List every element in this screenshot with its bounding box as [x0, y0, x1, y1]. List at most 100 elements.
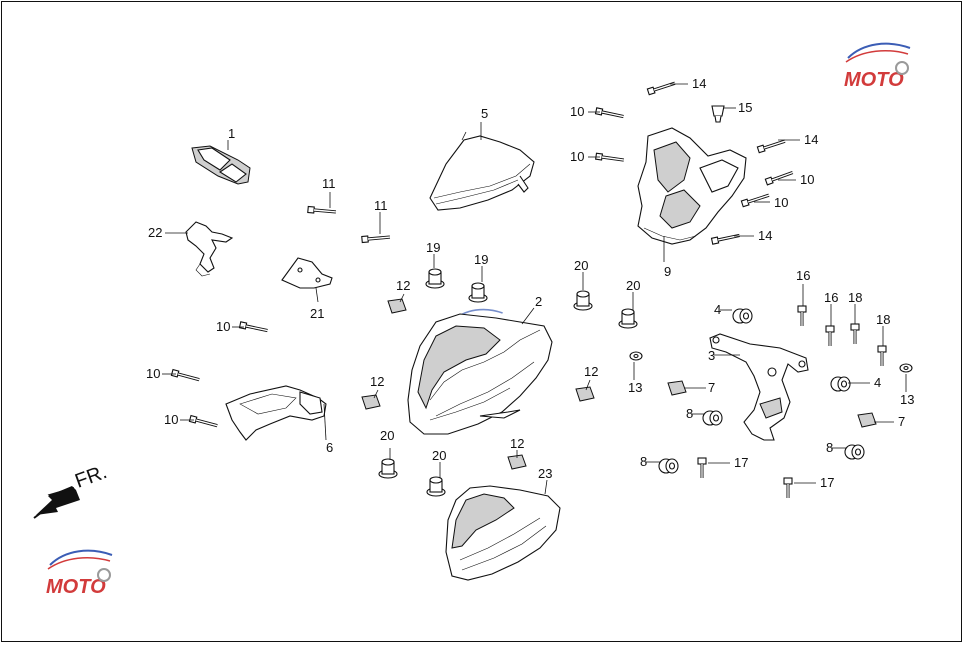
part-18-screw [876, 344, 888, 368]
part-13-washer [629, 351, 643, 361]
callout-10: 10 [570, 104, 584, 119]
callout-10: 10 [800, 172, 814, 187]
callout-12: 12 [510, 436, 524, 451]
callout-17: 17 [820, 475, 834, 490]
part-19-spacer [425, 268, 445, 289]
callout-20: 20 [626, 278, 640, 293]
part-4-grommet [732, 308, 753, 324]
part-15-clip [711, 105, 725, 123]
callout-14: 14 [692, 76, 706, 91]
part-14-bolt [709, 230, 742, 246]
callout-10: 10 [570, 149, 584, 164]
callout-23: 23 [538, 466, 552, 481]
part-16-screw [824, 324, 836, 348]
part-4-grommet [830, 376, 851, 392]
callout-7: 7 [898, 414, 905, 429]
callout-20: 20 [574, 258, 588, 273]
callout-8: 8 [686, 406, 693, 421]
watermark-logo-top-right: MOTO [844, 42, 911, 91]
part-8-grommet [658, 458, 679, 474]
part-17-bolt [696, 456, 708, 480]
callout-7: 7 [708, 380, 715, 395]
part-10-bolt [594, 151, 626, 165]
callout-4: 4 [714, 302, 721, 317]
part-10-bolt [739, 190, 772, 209]
part-20-spacer [618, 308, 638, 329]
callout-4: 4 [874, 375, 881, 390]
callout-8: 8 [826, 440, 833, 455]
callout-10: 10 [164, 412, 178, 427]
part-12-clip-nut [387, 298, 407, 314]
callout-8: 8 [640, 454, 647, 469]
part-9-headlight-mount [637, 127, 747, 262]
callout-2: 2 [535, 294, 542, 309]
part-6-lower-bracket [225, 385, 327, 441]
callout-10: 10 [216, 319, 230, 334]
watermark-logo-bottom-left: MOTO [46, 549, 113, 598]
part-11-bolt [360, 232, 392, 245]
callout-10: 10 [774, 195, 788, 210]
callout-18: 18 [848, 290, 862, 305]
part-11-bolt [306, 204, 338, 217]
callout-12: 12 [584, 364, 598, 379]
callout-16: 16 [824, 290, 838, 305]
part-13-washer [899, 363, 913, 373]
part-20-spacer [378, 458, 398, 479]
callout-1: 1 [228, 126, 235, 141]
callout-21: 21 [310, 306, 324, 321]
part-17-bolt [782, 476, 794, 500]
part-18-screw [849, 322, 861, 346]
part-1-bracket [191, 140, 251, 185]
direction-label: FR. [72, 461, 110, 493]
callout-22: 22 [148, 225, 162, 240]
callout-19: 19 [474, 252, 488, 267]
callout-labels: 1234456778889101010101010101111121212121… [146, 76, 914, 490]
part-7-clip [667, 380, 687, 396]
part-10-bolt [187, 413, 220, 431]
part-23-lower-headlight [445, 479, 561, 581]
callout-13: 13 [900, 392, 914, 407]
callout-10: 10 [146, 366, 160, 381]
part-10-bolt [593, 106, 626, 122]
callout-3: 3 [708, 348, 715, 363]
watermark-logo-text: MOTO [844, 69, 904, 91]
callout-13: 13 [628, 380, 642, 395]
part-10-bolt [763, 168, 796, 187]
leader-lines [162, 83, 907, 484]
part-22-wire-bracket [165, 221, 234, 277]
callout-15: 15 [738, 100, 752, 115]
part-5-windscreen [429, 122, 535, 211]
front-direction-arrow: FR. [33, 461, 110, 519]
part-20-spacer [426, 476, 446, 497]
callout-9: 9 [664, 264, 671, 279]
part-7-clip [857, 412, 877, 428]
callout-12: 12 [396, 278, 410, 293]
callout-14: 14 [758, 228, 772, 243]
part-12-clip-nut [361, 394, 381, 410]
part-12-clip-nut [575, 386, 595, 402]
callout-6: 6 [326, 440, 333, 455]
part-3-frame-bracket [709, 333, 809, 441]
part-20-spacer [573, 290, 593, 311]
part-10-bolt [169, 367, 202, 385]
part-16-screw [796, 304, 808, 328]
callout-20: 20 [432, 448, 446, 463]
callout-12: 12 [370, 374, 384, 389]
callout-18: 18 [876, 312, 890, 327]
callout-17: 17 [734, 455, 748, 470]
part-21-plate [281, 257, 333, 303]
callout-11: 11 [374, 198, 388, 213]
part-14-bolt [645, 78, 678, 97]
part-19-spacer [468, 282, 488, 303]
callout-20: 20 [380, 428, 394, 443]
callout-19: 19 [426, 240, 440, 255]
callout-14: 14 [804, 132, 818, 147]
callout-5: 5 [481, 106, 488, 121]
callout-11: 11 [322, 176, 336, 191]
part-8-grommet [844, 444, 865, 460]
watermark-logo-text: MOTO [46, 576, 106, 598]
part-2-headlight [407, 307, 553, 435]
part-10-bolt [237, 320, 270, 336]
callout-16: 16 [796, 268, 810, 283]
